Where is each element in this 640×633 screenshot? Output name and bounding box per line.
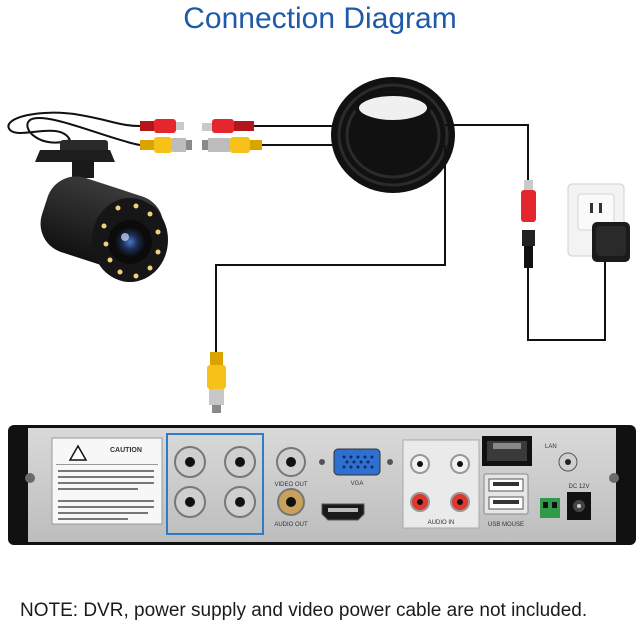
video-in-panel bbox=[166, 433, 264, 535]
extension-power-plug bbox=[202, 119, 254, 133]
video-bnc-plug bbox=[207, 352, 226, 413]
dc-power-label: DC 12V bbox=[568, 484, 589, 490]
video-out-port: VIDEO OUT bbox=[274, 447, 308, 488]
caution-title: CAUTION bbox=[110, 447, 142, 454]
caution-label: CAUTION bbox=[51, 437, 163, 525]
lan-label: LAN bbox=[545, 444, 557, 450]
hdmi-port bbox=[321, 503, 365, 521]
ground-screw bbox=[558, 452, 578, 472]
audio-in-panel: AUDIO IN bbox=[402, 439, 480, 529]
video-out-label: VIDEO OUT bbox=[274, 482, 307, 488]
cable-coil bbox=[331, 77, 455, 193]
diagram-title: Connection Diagram bbox=[183, 2, 457, 35]
vga-label: VGA bbox=[351, 481, 364, 487]
camera-video-plug bbox=[140, 137, 192, 153]
extension-video-plug bbox=[202, 137, 262, 153]
vga-port: VGA bbox=[319, 448, 393, 487]
audio-out-label: AUDIO OUT bbox=[274, 522, 308, 528]
alarm-terminal bbox=[540, 498, 560, 518]
usb-label: USB MOUSE bbox=[488, 522, 524, 528]
power-dc-jack bbox=[522, 230, 535, 268]
power-adapter bbox=[592, 222, 630, 262]
usb-ports: USB MOUSE bbox=[483, 473, 529, 528]
footnote: NOTE: DVR, power supply and video power … bbox=[20, 600, 588, 621]
camera-power-plug bbox=[140, 119, 184, 133]
bullet-camera bbox=[7, 111, 168, 282]
power-extension-plug bbox=[521, 180, 536, 222]
connection-diagram: CAUTION VIDEO OUT bbox=[7, 77, 636, 545]
dc-power-port: DC 12V bbox=[567, 484, 591, 520]
audio-in-label: AUDIO IN bbox=[428, 520, 455, 526]
lan-port: LAN bbox=[482, 436, 557, 466]
audio-out-port: AUDIO OUT bbox=[274, 488, 308, 528]
dvr-rear-panel: CAUTION VIDEO OUT bbox=[8, 425, 636, 545]
